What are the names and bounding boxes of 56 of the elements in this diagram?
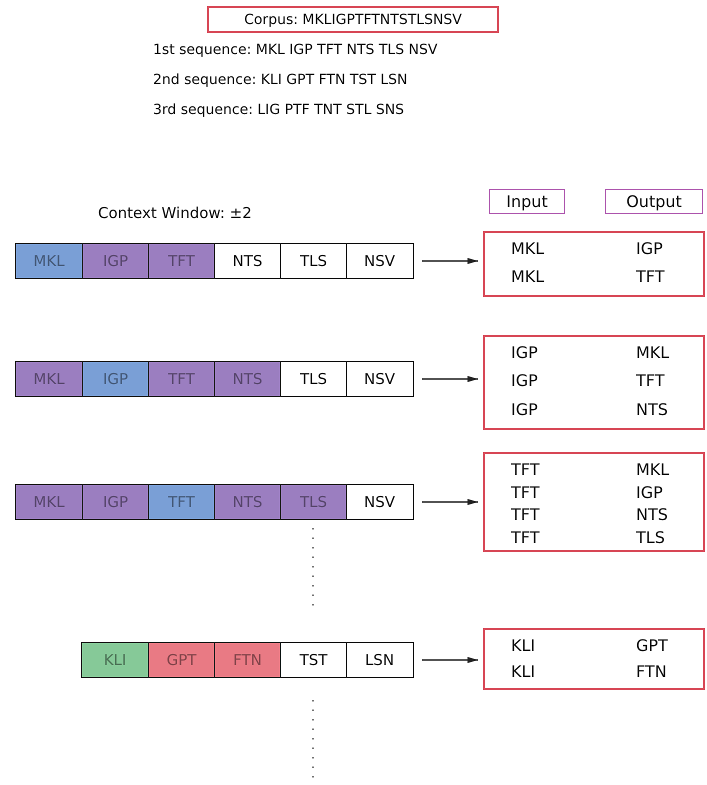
token-text: TFT [511,528,540,548]
token-text: TFT [511,460,540,481]
token-text: IGP [511,400,539,421]
arrow [422,258,478,264]
sequence-strip [15,361,414,397]
token-text: TLS [636,528,666,548]
sequence-cell: GPT [148,643,214,677]
column-header: Input [489,189,565,214]
token-text: IGP [636,239,664,260]
token-text: IGP [636,482,664,504]
token-text: KLI [511,636,536,657]
sequence-cell: NTS [214,485,280,519]
token-text: TFT [511,482,540,504]
sequence-strip [15,484,414,520]
arrow [422,656,478,664]
token-text: IGP [511,371,539,392]
sequence-cell: MKL [16,485,82,519]
token-text: FTN [636,662,668,683]
caption-text: 2nd sequence: KLI GPT FTN TST LSN [153,72,408,88]
token-text: MKL [511,239,546,260]
sequence-cell: TLS [280,485,346,519]
corpus-box: Corpus: MKLIGPTFTNTSTLSNSV [207,6,499,33]
token-text: NTS [636,505,669,526]
pair-box [483,231,705,297]
sequence-cell: TFT [148,244,214,278]
sequence-cell: MKL [16,362,82,396]
token-text: NTS [636,400,669,421]
sequence-cell: IGP [82,362,148,396]
sequence-cell: IGP [82,244,148,278]
token-text: MKL [636,343,670,364]
sequence-strip [81,642,414,678]
pair-box [483,628,705,690]
arrow [422,376,478,382]
token-text: KLI [511,662,536,683]
caption-text: Context Window: ±2 [98,204,252,222]
caption-text: 3rd sequence: LIG PTF TNT STL SNS [153,102,404,118]
pair-box [483,335,705,430]
sequence-cell: TFT [148,362,214,396]
token-text: MKL [636,460,670,481]
column-header: Output [605,189,703,214]
sequence-cell: NTS [214,362,280,396]
arrow [422,498,478,506]
token-text: TFT [636,371,666,392]
sequence-cell: IGP [82,485,148,519]
sequence-cell: TFT [148,485,214,519]
token-text: IGP [511,343,539,364]
pair-box [483,452,705,552]
sequence-cell: KLI [82,643,148,677]
sequence-cell: MKL [16,244,82,278]
caption-text: 1st sequence: MKL IGP TFT NTS TLS NSV [153,42,438,58]
token-text: GPT [636,636,669,657]
sequence-cell: FTN [214,643,280,677]
token-text: TFT [636,267,666,288]
token-text: TFT [511,505,540,526]
token-text: MKL [511,267,546,288]
sequence-strip [15,243,414,279]
